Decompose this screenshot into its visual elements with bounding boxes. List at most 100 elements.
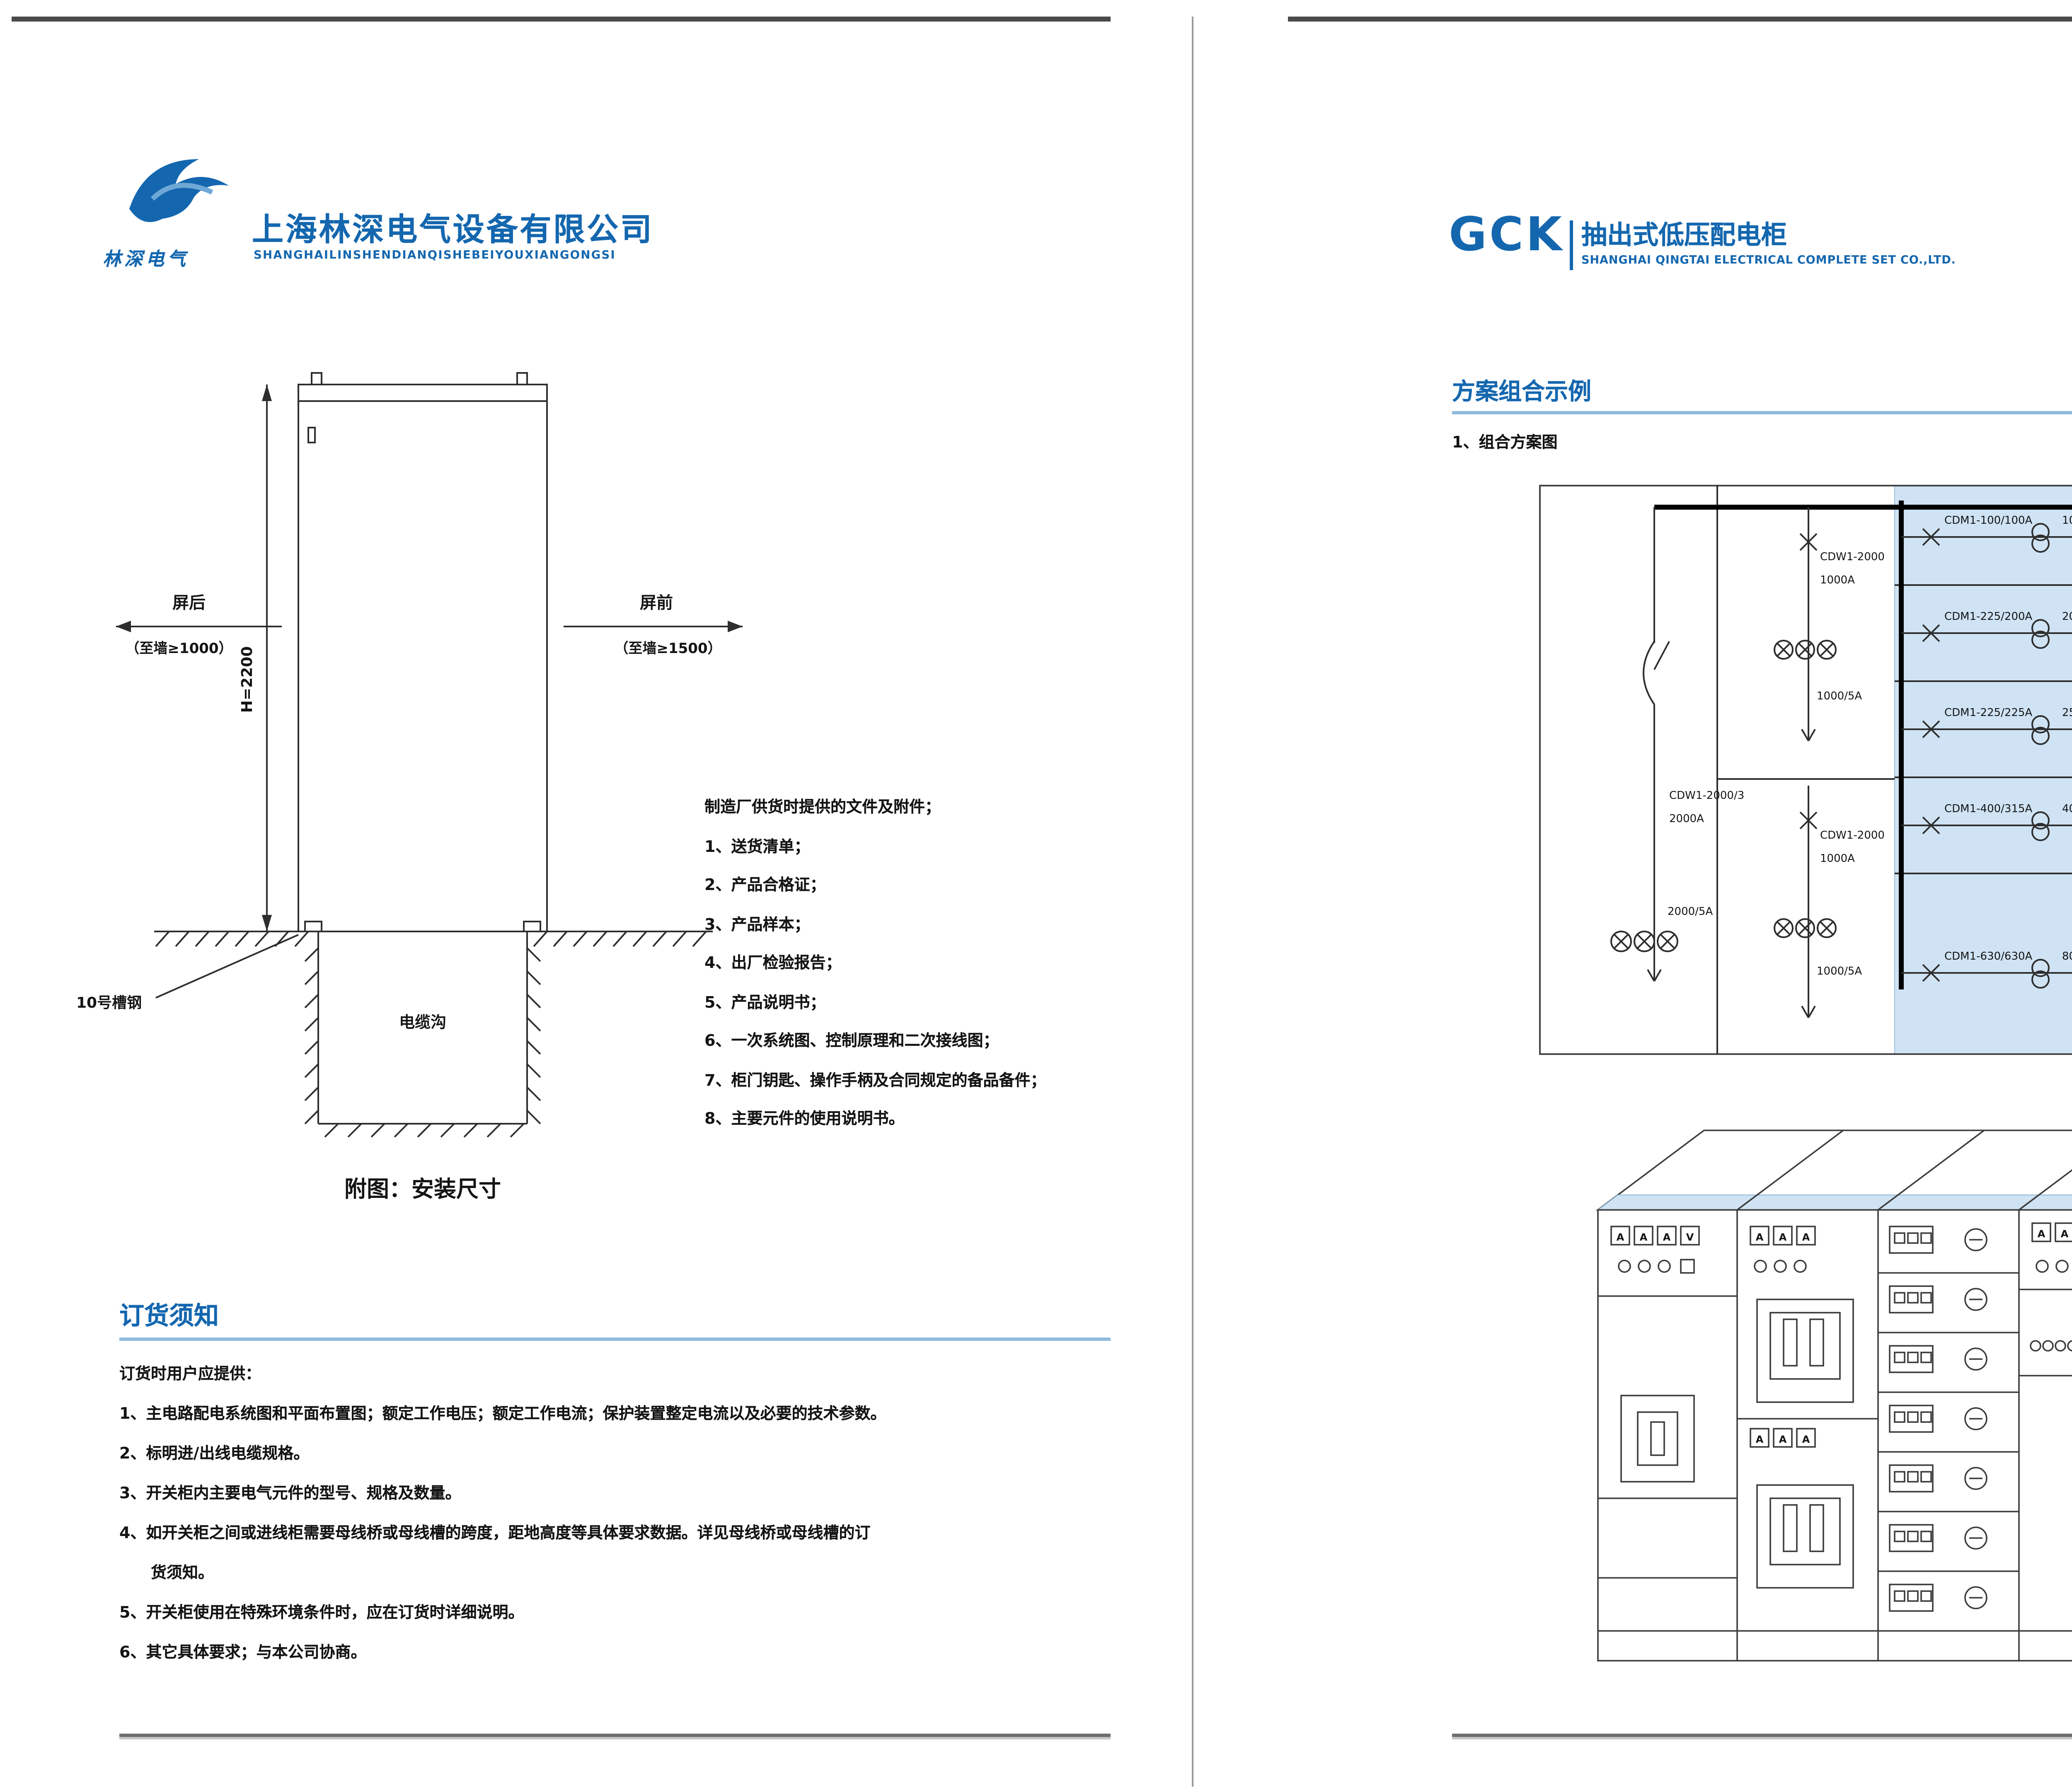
channel-label: 10号槽钢 [76, 994, 142, 1011]
lower-feeder-model: CDW1-2000 [1820, 829, 1885, 842]
row-ct-label: 250/5A [2062, 706, 2072, 719]
front-clearance: 屏前 （至墙≥1500） [564, 593, 743, 657]
ordering-item: 3、开关柜内主要电气元件的型号、规格及数量。 [119, 1485, 461, 1503]
meter-label: A [1779, 1434, 1787, 1445]
supply-doc-item: 5、产品说明书； [704, 994, 826, 1012]
back-label: 屏后 [172, 593, 206, 612]
row-model-label: CDM1-400/315A [1944, 803, 2033, 815]
row-ct-label: 200/5A [2062, 610, 2072, 623]
ordering-list: 订货时用户应提供： 1、主电路配电系统图和平面布置图；额定工作电压；额定工作电流… [119, 1356, 886, 1674]
cabinet-outline [298, 372, 548, 932]
supply-doc-item: 2、产品合格证； [704, 877, 826, 895]
upper-feeder: CDW1-2000 1000A 1000/5A [1774, 507, 1885, 741]
back-dim-label: （至墙≥1000） [125, 640, 232, 657]
upper-feeder-amps: 1000A [1820, 574, 1855, 586]
ordering-item: 1、主电路配电系统图和平面布置图；额定工作电压；额定工作电流；保护装置整定电流以… [119, 1405, 886, 1424]
left-page-top-rule [12, 17, 1111, 22]
company-logo-icon [129, 159, 229, 222]
channel-steel-callout: 10号槽钢 [76, 934, 299, 1011]
row-model-label: CDM1-100/100A [1944, 514, 2033, 527]
breaker-row-3: CDM1-225/225A 250/5A [1901, 706, 2072, 745]
row-model-label: CDM1-630/630A [1944, 950, 2033, 963]
meter-label: V [1686, 1231, 1694, 1243]
row-model-label: CDM1-225/200A [1944, 610, 2033, 623]
ordering-item-wrap: 货须知。 [151, 1565, 214, 1583]
cell-borders [1716, 486, 2072, 1054]
brand-divider [1570, 220, 1573, 270]
row-model-label: CDM1-225/225A [1944, 706, 2033, 719]
front-label: 屏前 [640, 593, 673, 612]
product-company-en: SHANGHAI QINGTAI ELECTRICAL COMPLETE SET… [1581, 254, 1956, 267]
upper-feeder-ct: 1000/5A [1817, 690, 1862, 702]
supply-docs-list: 制造厂供货时提供的文件及附件； 1、送货清单； 2、产品合格证； 3、产品样本；… [704, 789, 1046, 1139]
ordering-item: 4、如开关柜之间或进线柜需要母线桥或母线槽的跨度，距地高度等具体要求数据。详见母… [119, 1525, 871, 1543]
row-ct-label: 400/5A [2062, 803, 2072, 815]
height-dim-label: H=2200 [239, 646, 256, 713]
height-dimension: H=2200 [239, 385, 272, 931]
scheme-schematic: CDW1-2000/3 2000A 2000/5A CDW1-2000 1000… [1539, 485, 2072, 1055]
lower-feeder: CDW1-2000 1000A 1000/5A [1774, 786, 1885, 1018]
meter-label: A [1802, 1231, 1810, 1243]
schematic-border [1539, 485, 2072, 1055]
cabinet-3-drawers [1878, 1226, 2019, 1612]
company-logo: 林深电气 [103, 143, 255, 278]
right-page-top-rule [1288, 17, 2072, 22]
ordering-heading-rule [119, 1338, 1111, 1340]
trench-label: 电缆沟 [399, 1013, 446, 1031]
figure-label: 1、组合方案图 [1452, 434, 1558, 452]
row-ct-label: 800/5A [2062, 950, 2072, 963]
lower-feeder-amps: 1000A [1820, 852, 1855, 865]
page-gutter-divider [1192, 17, 1193, 1787]
cable-trench: 电缆沟 [304, 931, 541, 1138]
product-title: 抽出式低压配电柜 [1581, 220, 1787, 250]
breaker-row-2: CDM1-225/200A 200/5A [1901, 610, 2072, 649]
front-dim-label: （至墙≥1500） [614, 640, 721, 657]
ordering-intro: 订货时用户应提供： [119, 1366, 261, 1384]
incoming-feeder: CDW1-2000/3 2000A 2000/5A [1610, 507, 1744, 982]
section-heading-rule [1452, 411, 2072, 414]
supply-doc-item: 7、柜门钥匙、操作手柄及合同规定的备品备件； [704, 1072, 1046, 1090]
highlight-band [1894, 485, 2072, 1055]
ordering-heading: 订货须知 [119, 1301, 219, 1331]
meter-label: A [1779, 1231, 1787, 1243]
right-page-footer-rule [1452, 1734, 2072, 1737]
supply-docs-title: 制造厂供货时提供的文件及附件； [704, 799, 941, 817]
back-clearance: 屏后 （至墙≥1000） [116, 593, 282, 657]
meter-label: A [1663, 1231, 1671, 1243]
cabinet-1-panels: A A A V [1598, 1226, 1737, 1579]
logo-text: 林深电气 [103, 249, 189, 270]
meter-label: A [2038, 1228, 2045, 1240]
supply-doc-item: 6、一次系统图、控制原理和二次接线图； [704, 1033, 999, 1051]
ordering-item: 6、其它具体要求；与本公司协商。 [119, 1644, 367, 1662]
incoming-amps-label: 2000A [1669, 813, 1704, 825]
cabinet-4-panels: A A A V [2019, 1222, 2072, 1376]
meter-label: A [1802, 1434, 1810, 1445]
supply-doc-item: 1、送货清单； [704, 838, 810, 856]
row-ct-label: 100/5A [2062, 514, 2072, 527]
cabinet-top-face [1595, 1130, 2072, 1211]
breaker-row-1: CDM1-100/100A 100/5A [1901, 514, 2072, 553]
supply-doc-item: 4、出厂检验报告； [704, 955, 842, 973]
section-heading: 方案组合示例 [1452, 380, 1591, 406]
incoming-model-label: CDW1-2000/3 [1669, 789, 1744, 802]
diagram-caption: 附图：安装尺寸 [344, 1176, 501, 1202]
upper-feeder-model: CDW1-2000 [1820, 551, 1885, 563]
brand-logo: GCK [1449, 207, 1564, 262]
company-name-en: SHANGHAILINSHENDIANQISHEBEIYOUXIANGONGSI [254, 249, 616, 262]
breaker-row-4: CDM1-400/315A 400/5A [1901, 803, 2072, 841]
meter-label: A [1756, 1434, 1764, 1445]
company-name: 上海林深电气设备有限公司 [252, 212, 654, 249]
cabinet-lineup-drawing: A A A V A A A A A A [1595, 1130, 2072, 1662]
ordering-item: 5、开关柜使用在特殊环境条件时，应在订货时详细说明。 [119, 1604, 524, 1623]
incoming-ct-label: 2000/5A [1668, 905, 1713, 918]
installation-diagram: H=2200 屏后 （至墙≥1000） 屏前 （至墙≥1500） [76, 372, 743, 1202]
cabinet-2-panels: A A A A A A [1737, 1226, 1878, 1589]
meter-label: A [1640, 1231, 1648, 1243]
lower-feeder-ct: 1000/5A [1817, 965, 1862, 977]
supply-doc-item: 3、产品样本； [704, 916, 810, 934]
meter-label: A [1617, 1231, 1624, 1243]
meter-label: A [1756, 1231, 1764, 1243]
ordering-item: 2、标明进/出线电缆规格。 [119, 1445, 310, 1463]
meter-label: A [2061, 1228, 2069, 1240]
